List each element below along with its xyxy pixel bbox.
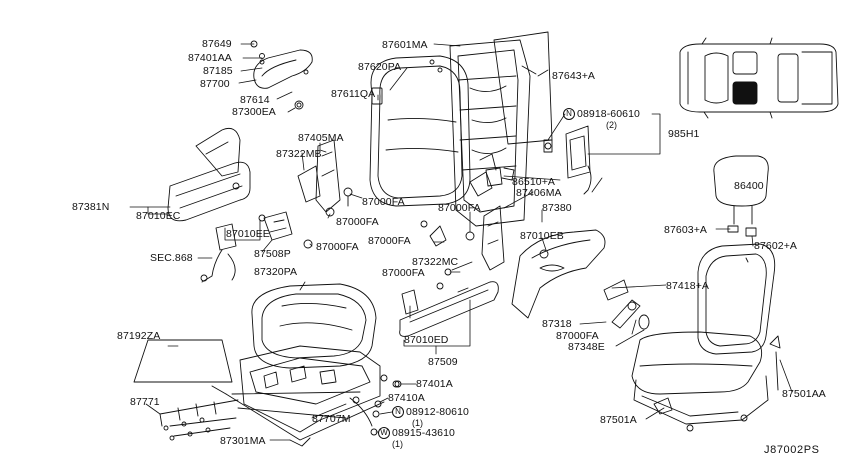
part-label: 87381N (72, 201, 110, 213)
part-label: 08912-80610 (406, 406, 469, 418)
center-bracket-illustration (420, 153, 505, 276)
part-label: 87192ZA (117, 330, 161, 342)
part-label: 86510+A (512, 176, 556, 188)
diagram-id: J87002PS (764, 444, 820, 456)
recliner-lever-illustration (603, 279, 650, 330)
part-label: 08915-43610 (392, 427, 455, 439)
part-label: 87405MA (298, 132, 344, 144)
seat-rail-illustration (159, 399, 239, 441)
part-label: 87322MC (412, 256, 459, 268)
part-label: 86400 (734, 180, 764, 192)
part-label: 87771 (130, 396, 160, 408)
part-label: 87418+A (666, 280, 710, 292)
washer-symbol-badge: W (378, 427, 390, 439)
part-label: 87602+A (754, 240, 798, 252)
part-label: 87620PA (358, 61, 402, 73)
part-label: 87000FA (438, 202, 481, 214)
part-label: 87348E (568, 341, 605, 353)
nut-symbol-badge: N (563, 108, 575, 120)
quantity-label: (1) (412, 418, 423, 428)
part-label: 87508P (254, 248, 291, 260)
side-airbag-illustration (543, 125, 592, 195)
part-label: 87320PA (254, 266, 298, 278)
part-label: 87611QA (331, 88, 376, 100)
part-label: 87410A (388, 392, 425, 404)
seat-cushion-illustration (251, 283, 377, 369)
part-label: 87010EB (520, 230, 564, 242)
part-label: 87501A (600, 414, 637, 426)
part-label: 87318 (542, 318, 572, 330)
part-label: 87000FA (382, 267, 425, 279)
part-label: SEC.868 (150, 252, 193, 264)
part-label: 87322MB (276, 148, 322, 160)
part-label: 87000FA (362, 196, 405, 208)
part-label: 87601MA (382, 39, 428, 51)
part-label: 87185 (203, 65, 233, 77)
part-label: 87000FA (316, 241, 359, 253)
vehicle-locator-icon (679, 37, 839, 119)
part-label: 87643+A (552, 70, 596, 82)
seat-side-panel-illustration (511, 229, 606, 319)
part-label: 87406MA (516, 187, 562, 199)
part-label: 985H1 (668, 128, 700, 140)
seat-frame-illustration (211, 345, 400, 447)
part-label: 87000FA (556, 330, 599, 342)
part-label: 08918-60610 (577, 108, 640, 120)
part-label: 87707M (312, 413, 351, 425)
part-label: 87300EA (232, 106, 276, 118)
part-label: 87509 (428, 356, 458, 368)
part-label: 87380 (542, 202, 572, 214)
left-side-trim-illustration (167, 127, 251, 222)
part-label: 87401AA (188, 52, 232, 64)
quantity-label: (2) (606, 120, 617, 130)
headrest-illustration (713, 155, 769, 237)
part-label: 87401A (416, 378, 453, 390)
part-label: 87000FA (368, 235, 411, 247)
bracket-parts-illustration (200, 139, 353, 283)
part-label: 87649 (202, 38, 232, 50)
complete-seat-illustration (631, 243, 781, 432)
part-label: 87603+A (664, 224, 708, 236)
leader-lines (129, 43, 793, 441)
quantity-label: (1) (392, 439, 403, 449)
part-label: 87010EE (226, 228, 270, 240)
part-label: 87010EC (136, 210, 181, 222)
part-label: 87700 (200, 78, 230, 90)
floor-mat-illustration (133, 339, 233, 383)
part-label: 87501AA (782, 388, 826, 400)
part-label: 87614 (240, 94, 270, 106)
part-label: 87301MA (220, 435, 266, 447)
rail-cover-illustration (399, 281, 499, 337)
part-label: 87010ED (404, 334, 449, 346)
part-label: 87000FA (336, 216, 379, 228)
nut-symbol-badge: N (392, 406, 404, 418)
